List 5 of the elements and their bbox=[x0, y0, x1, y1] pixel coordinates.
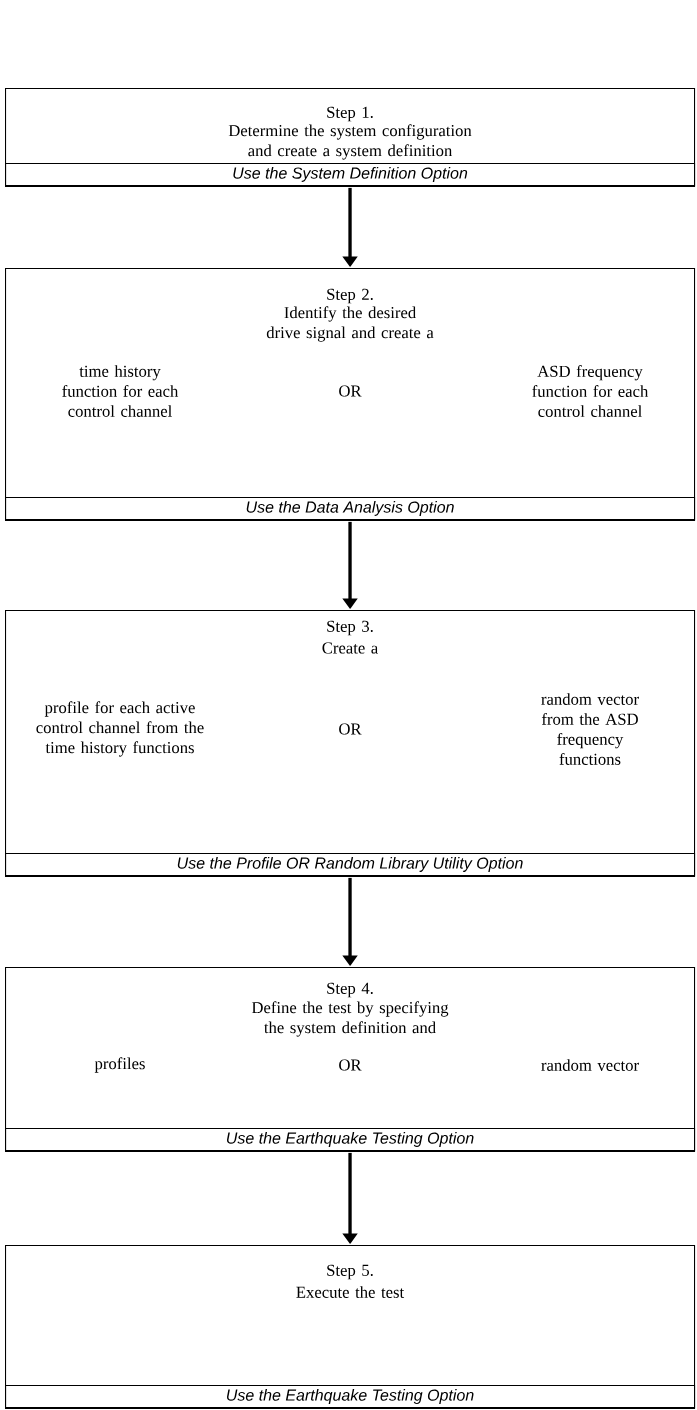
option-band: Use the System Definition Option bbox=[5, 162, 696, 186]
option-band: Use the Data Analysis Option bbox=[5, 496, 696, 520]
option-band: Use the Earthquake Testing Option bbox=[5, 1127, 696, 1151]
option-band: Use the Earthquake Testing Option bbox=[5, 1384, 696, 1408]
option-band: Use the Profile OR Random Library Utility Option bbox=[5, 852, 696, 876]
